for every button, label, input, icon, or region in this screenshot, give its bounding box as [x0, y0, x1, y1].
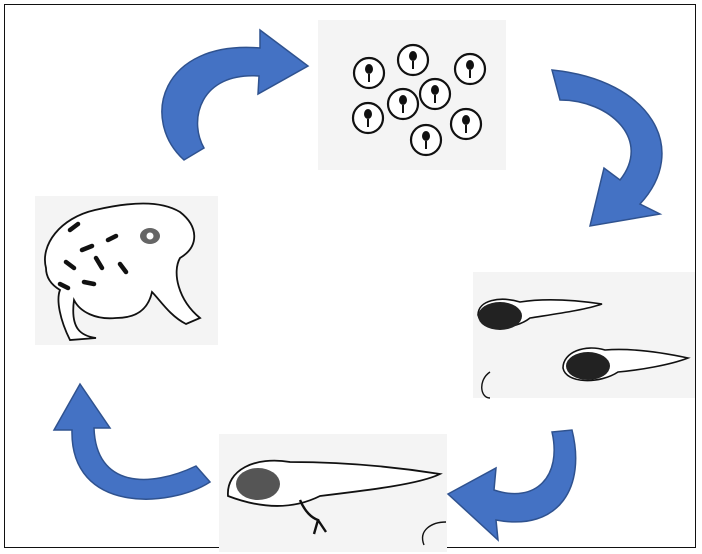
tadpole-with-legs-drawing [219, 434, 447, 552]
tadpoles-drawing [473, 272, 695, 398]
frog-eggs-drawing [318, 20, 506, 170]
arrow-frog-to-eggs [162, 30, 308, 160]
arrow-tadpoles-to-legs [448, 430, 576, 540]
arrow-legs-to-frog [54, 384, 210, 499]
adult-frog-drawing [35, 196, 218, 345]
arrow-eggs-to-tadpoles [552, 70, 662, 226]
